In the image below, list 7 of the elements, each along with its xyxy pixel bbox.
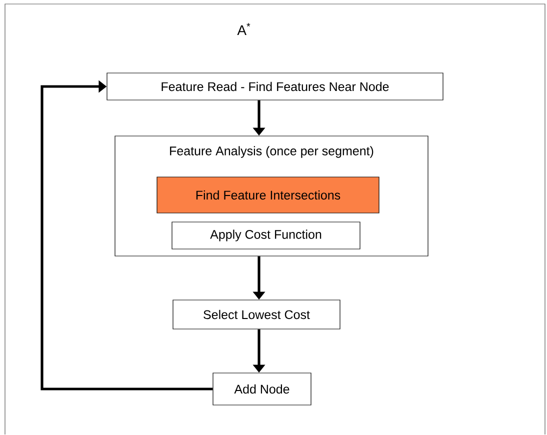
title: A$^{*}$ bbox=[237, 23, 250, 35]
process-box: Add Node bbox=[212, 372, 312, 406]
arrow bbox=[40, 80, 213, 390]
process-box: Apply Cost Function bbox=[172, 222, 360, 250]
process-box: Select Lowest Cost bbox=[172, 300, 340, 330]
process-box: Find Feature Intersections bbox=[156, 176, 380, 214]
process-box: Feature Read - Find Features Near Node bbox=[106, 72, 444, 100]
